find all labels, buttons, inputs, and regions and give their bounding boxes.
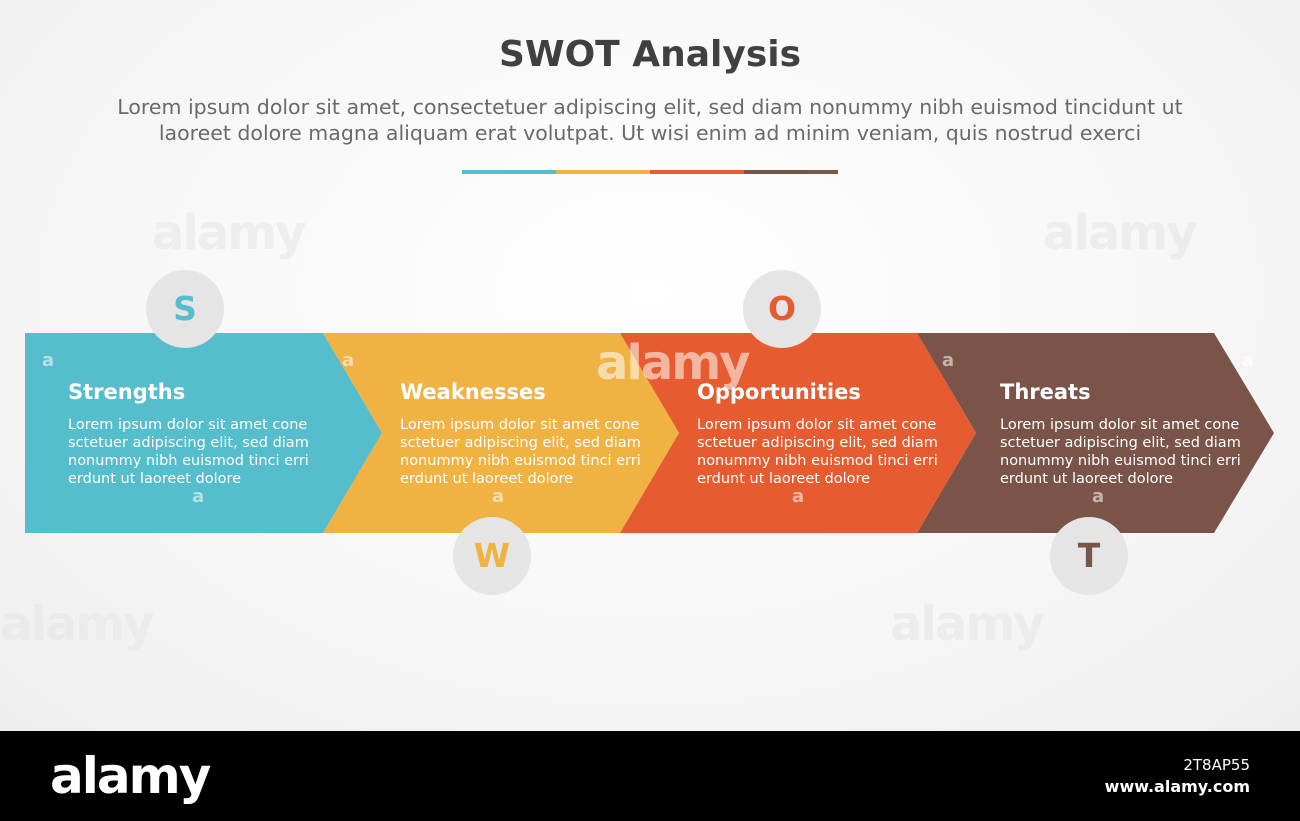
watermark-mark: a (792, 486, 805, 507)
step-title-opportunities: Opportunities (697, 380, 861, 404)
watermark-mark: a (42, 350, 55, 371)
subtitle-line-1: Lorem ipsum dolor sit amet, consectetuer… (117, 95, 1183, 119)
step-title-threats: Threats (1000, 380, 1091, 404)
step-title-strengths: Strengths (68, 380, 186, 404)
watermark-text: alamy (152, 205, 307, 261)
arrow-chain (25, 333, 1274, 533)
step-body-threats: Lorem ipsum dolor sit amet cone sctetuer… (1000, 417, 1241, 487)
footer-url: www.alamy.com (1104, 777, 1250, 796)
letter-circle-t: T (1050, 517, 1128, 595)
watermark-mark: a (942, 350, 955, 371)
letter-circle-o: O (743, 270, 821, 348)
watermark-mark: a (1242, 350, 1255, 371)
watermark-text: alamy (890, 596, 1045, 652)
watermark-text: alamy (596, 335, 751, 391)
watermark-mark: a (1092, 486, 1105, 507)
letter-circle-s: S (146, 270, 224, 348)
watermark-text: alamy (1043, 205, 1198, 261)
divider-segment-opportunities (650, 170, 744, 174)
footer-logo: alamy (50, 747, 211, 805)
step-title-weaknesses: Weaknesses (400, 380, 546, 404)
divider-segment-threats (744, 170, 838, 174)
watermark-mark: a (192, 486, 205, 507)
step-body-strengths: Lorem ipsum dolor sit amet cone sctetuer… (68, 417, 309, 487)
watermark-text: alamy (0, 596, 155, 652)
letter-circle-w: W (453, 517, 531, 595)
step-body-opportunities: Lorem ipsum dolor sit amet cone sctetuer… (697, 417, 938, 487)
divider-segment-weaknesses (556, 170, 650, 174)
arrow-threats (917, 333, 1274, 533)
watermark-mark: a (492, 486, 505, 507)
step-body-weaknesses: Lorem ipsum dolor sit amet cone sctetuer… (400, 417, 641, 487)
arrow-strengths (25, 333, 382, 533)
divider-segment-strengths (462, 170, 556, 174)
page-title: SWOT Analysis (498, 34, 802, 75)
infographic-canvas: SWOT Analysis Lorem ipsum dolor sit amet… (0, 0, 1300, 731)
subtitle-line-2: laoreet dolore magna aliquam erat volutp… (158, 121, 1142, 145)
arrow-weaknesses (323, 333, 679, 533)
subtitle: Lorem ipsum dolor sit amet, consectetuer… (90, 94, 1210, 146)
watermark-mark: a (342, 350, 355, 371)
footer-image-id: 2T8AP55 (1183, 756, 1250, 774)
arrow-opportunities (620, 333, 976, 533)
footer-bar: alamy 2T8AP55 www.alamy.com (0, 731, 1300, 821)
